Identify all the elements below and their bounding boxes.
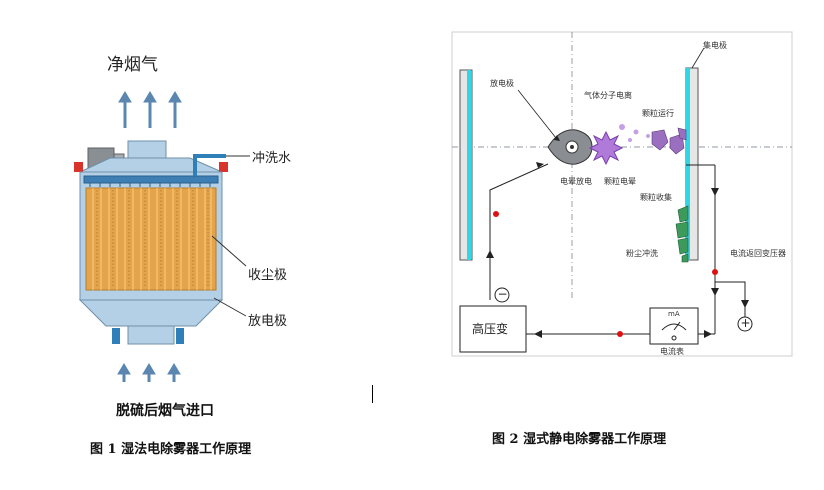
particle-motion-label: 颗粒运行 [642,109,674,118]
figure-1-caption: 图 1 湿法电除雾器工作原理 [90,442,252,457]
gas-inlet-label: 脱硫后烟气进口 [116,403,214,419]
collecting-electrode-label: 收尘极 [248,268,288,283]
ammeter-caption: 电流表 [660,347,684,356]
corona-burst [588,130,624,166]
transformer-box [459,305,527,353]
discharge-electrode-label: 放电极 [248,314,288,329]
ammeter-unit-label: mA [668,310,680,318]
collector-plate-label: 集电极 [703,41,727,50]
figure-2-frame [451,31,793,357]
inlet-duct [127,325,175,345]
transformer-label: 高压变 [472,322,509,336]
dust-washing-label: 粉尘冲洗 [626,249,658,258]
red-flange-left [74,162,83,172]
vessel-bottom-cone [78,299,224,327]
figure-2-caption: 图 2 湿式静电除雾器工作原理 [492,432,667,447]
minus-terminal [494,287,510,303]
spray-header [83,175,219,184]
collected-particles [675,205,689,263]
wash-water-label: 冲洗水 [252,151,292,166]
support-leg-left [112,328,120,344]
plus-sign: + [740,316,751,330]
red-flange-right [219,162,228,172]
ammeter-box [649,307,699,345]
outlet-arrows [118,91,182,128]
plus-terminal [737,316,753,332]
charged-particles [651,127,687,155]
inlet-arrows [117,363,181,382]
particle-collection-label: 颗粒收集 [640,193,672,202]
current-return-label: 电流返回变压器 [730,249,786,258]
support-leg-right [176,328,184,344]
discharge-electrode [547,129,593,165]
minus-sign: − [497,287,508,301]
corona-discharge-label: 电晕放电 [560,177,592,186]
electrode-tubes [92,188,212,290]
clean-gas-label: 净烟气 [107,55,158,75]
red-markers [493,211,718,337]
collecting-electrode-block [85,187,217,291]
particles [619,124,650,142]
gas-ionization-label: 气体分子电离 [584,91,632,100]
text-cursor [372,385,373,403]
discharge-electrode-label-2: 放电极 [490,79,514,88]
particle-charging-label: 颗粒电晕 [604,177,636,186]
wash-water-pipe [193,154,226,176]
